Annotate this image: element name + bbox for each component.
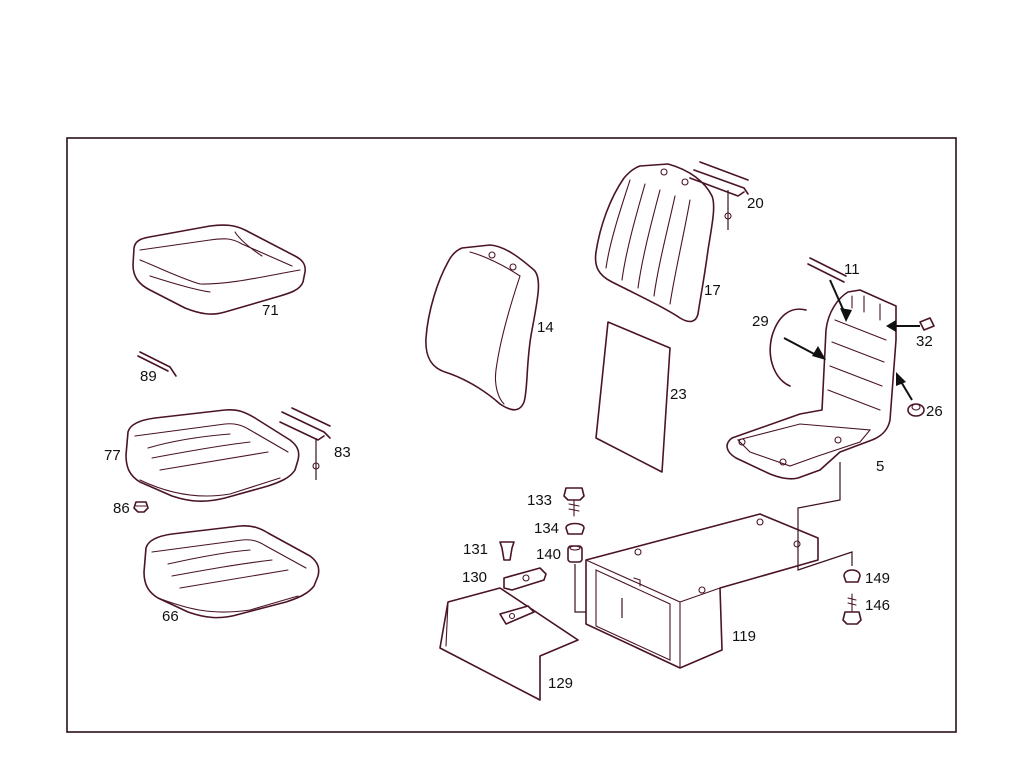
callout-129: 129 — [548, 675, 573, 692]
callout-134: 134 — [534, 520, 559, 537]
rail-20[interactable] — [689, 161, 749, 230]
seat-cushion-66[interactable] — [143, 525, 320, 619]
direction-arrows — [783, 279, 920, 401]
callout-83: 83 — [334, 444, 351, 461]
leader-5 — [797, 462, 841, 566]
callout-140: 140 — [536, 546, 561, 563]
seat-cushion-77[interactable] — [125, 409, 300, 502]
bracket-130[interactable] — [503, 567, 547, 591]
callout-86: 86 — [113, 500, 130, 517]
callout-131: 131 — [463, 541, 488, 558]
callout-32: 32 — [916, 333, 933, 350]
callout-20: 20 — [747, 195, 764, 212]
callout-17: 17 — [704, 282, 721, 299]
backrest-cover-17[interactable] — [594, 163, 715, 323]
bolt-146[interactable] — [842, 593, 862, 625]
callout-71: 71 — [262, 302, 279, 319]
housing-119[interactable] — [585, 513, 819, 669]
backrest-pad-14[interactable] — [425, 244, 540, 411]
callout-66: 66 — [162, 608, 179, 625]
bolt-133[interactable] — [563, 487, 585, 517]
bushing-140[interactable] — [567, 545, 583, 563]
seat-frame-5[interactable] — [726, 289, 897, 480]
callout-26: 26 — [926, 403, 943, 420]
leader-149 — [797, 551, 853, 571]
cable-29[interactable] — [769, 308, 807, 387]
leader-133 — [574, 564, 586, 613]
callout-130: 130 — [462, 569, 487, 586]
rod-11[interactable] — [807, 257, 847, 283]
callout-89: 89 — [140, 368, 157, 385]
callout-11: 11 — [844, 261, 860, 278]
bushing-26[interactable] — [907, 403, 925, 417]
bracket-83[interactable] — [279, 407, 331, 480]
clip-89[interactable] — [137, 351, 177, 377]
clip-32[interactable] — [919, 317, 935, 331]
callout-77: 77 — [104, 447, 121, 464]
washer-149[interactable] — [843, 569, 861, 583]
callout-14: 14 — [537, 319, 554, 336]
pin-131[interactable] — [499, 541, 515, 561]
callout-23: 23 — [670, 386, 687, 403]
washer-134[interactable] — [565, 522, 585, 535]
nut-86[interactable] — [133, 501, 149, 513]
seat-cushion-71[interactable] — [132, 224, 306, 315]
callout-146: 146 — [865, 597, 890, 614]
callout-5: 5 — [876, 458, 884, 475]
callout-29: 29 — [752, 313, 769, 330]
panel-23[interactable] — [595, 321, 671, 473]
callout-133: 133 — [527, 492, 552, 509]
guide-rail-129[interactable] — [439, 587, 579, 701]
callout-119: 119 — [732, 628, 756, 645]
callout-149: 149 — [865, 570, 890, 587]
diagram-frame — [66, 137, 957, 733]
